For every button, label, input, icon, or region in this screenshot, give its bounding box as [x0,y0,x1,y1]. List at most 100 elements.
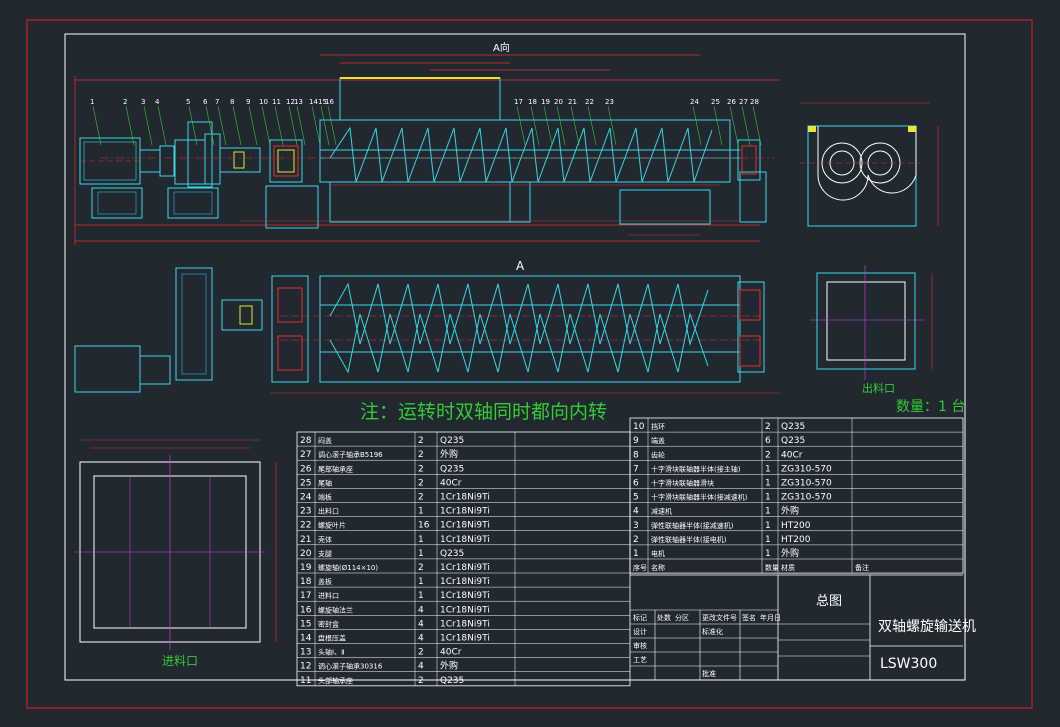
bom-cell-name: 进料口 [318,591,339,600]
bom-cell-name: 螺旋轴(Ø114×10) [318,563,378,572]
callout-13: 13 [294,98,303,106]
callout-2: 2 [123,98,127,106]
callout-leader [296,105,306,146]
bom-cell-name: 弹性联轴器半体(接电机) [651,535,727,544]
callout-leader [729,105,739,146]
bom-cell-no: 11 [300,676,311,686]
callout-leader [516,105,526,146]
bom-cell-qty: 1 [765,507,771,517]
callout-leader [274,105,284,146]
callout-leader [543,105,553,146]
bom-cell-qty: 4 [418,619,424,629]
bom-cell-name: 头部轴承座 [318,676,353,685]
bom-cell-qty: 2 [418,450,424,460]
title-block-field: 签名 [742,613,756,622]
side-view [800,102,939,227]
bom-cell-no: 28 [300,436,312,446]
callout-leader [232,105,242,146]
callout-18: 18 [528,98,537,106]
drawing-title: 双轴螺旋输送机 [878,619,976,635]
model-number: LSW300 [880,656,937,672]
bom-cell-qty: 4 [418,605,424,615]
bom-cell-no: 23 [300,507,311,517]
callout-leader [327,105,337,146]
title-block-field: 审核 [633,641,647,650]
bom-cell-name: 调心滚子轴承B5196 [318,450,383,459]
bom-cell-name: 尾部轴承座 [318,464,353,473]
title-block-field: 设计 [633,627,647,636]
callout-leader [205,105,215,146]
callout-12: 12 [286,98,295,106]
bom-cell-material: 40Cr [440,648,462,658]
bom-cell-name: 十字滑块联轴器滑块 [651,479,714,488]
callout-leader [530,105,540,146]
bom-cell-material: Q235 [781,422,805,432]
callout-11: 11 [272,98,281,106]
title-block-field: 批准 [702,669,716,678]
bom-cell-qty: 1 [418,577,424,587]
bom-cell-qty: 2 [765,422,771,432]
callout-15: 15 [318,98,327,106]
bom-cell-name: 壳体 [318,535,332,544]
bom-cell-material: 外购 [440,448,458,460]
bom-cell-qty: 2 [418,648,424,658]
bom-cell-name: 端盖 [651,436,665,445]
callout-20: 20 [554,98,563,106]
bom-cell-material: 1Cr18Ni9Ti [440,507,490,517]
bom-cell-material: HT200 [781,535,811,545]
callout-leader [217,105,227,146]
bom-cell-material: 外购 [781,505,799,517]
callout-leader [157,105,167,146]
bom-cell-qty: 2 [765,450,771,460]
bom-cell-material: 1Cr18Ni9Ti [440,634,490,644]
callout-leader [261,105,271,146]
bom-cell-no: 13 [300,648,311,658]
callout-3: 3 [141,98,145,106]
top-view [74,267,780,394]
bom-cell-name: 尾轴 [318,478,332,487]
bom-cell-material: ZG310-570 [781,464,832,474]
bom-cell-name: 螺旋叶片 [318,521,346,530]
bom-cell-qty: 1 [765,549,771,559]
callout-21: 21 [568,98,577,106]
bom-cell-name: 盘根压盖 [318,634,346,643]
callout-25: 25 [711,98,720,106]
title-block-rows: 标记处数分区更改文件号签名年月日设计标准化审核工艺批准 [633,613,781,678]
bom-cell-qty: 1 [765,535,771,545]
title-block-field: 工艺 [633,656,647,664]
callout-5: 5 [186,98,190,106]
title-block-field: 更改文件号 [702,613,737,622]
bom-cell-material: ZG310-570 [781,479,832,489]
callout-26: 26 [727,98,736,106]
bom-cell-material: HT200 [781,521,811,531]
bom-cell-no: 5 [633,493,639,503]
bom-cell-material: 1Cr18Ni9Ti [440,591,490,601]
callout-10: 10 [259,98,268,106]
bom-cell-material: Q235 [440,676,464,686]
bom-cell-qty: 1 [765,464,771,474]
bom-cell-material: Q235 [440,549,464,559]
outlet-detail [810,265,933,380]
bom-cell-no: 22 [300,521,311,531]
title-block-field: 处数 [657,613,671,622]
bom-cell-material: Q235 [781,436,805,446]
quantity-note: 数量：1 台 [896,399,965,415]
bom-cell-name: 十字滑块联轴器半体(接减速机) [651,493,748,502]
bom-cell-no: 21 [300,535,311,545]
bom-cell-name: 电机 [651,549,665,558]
callout-22: 22 [585,98,594,106]
bom-cell-no: 15 [300,619,311,629]
bom-cell-name: 挡环 [651,422,665,431]
bom-cell-qty: 2 [418,464,424,474]
bom-cell-name: 十字滑块联轴器半体(接主轴) [651,464,741,473]
bom-cell-name: 支腿 [318,549,332,558]
callout-leader [188,105,198,146]
title-block-field: 年月日 [760,613,781,622]
bom-cell-qty: 4 [418,662,424,672]
bom-cell-qty: 1 [418,507,424,517]
title-block-field: 标记 [633,613,647,622]
callout-9: 9 [246,98,250,106]
